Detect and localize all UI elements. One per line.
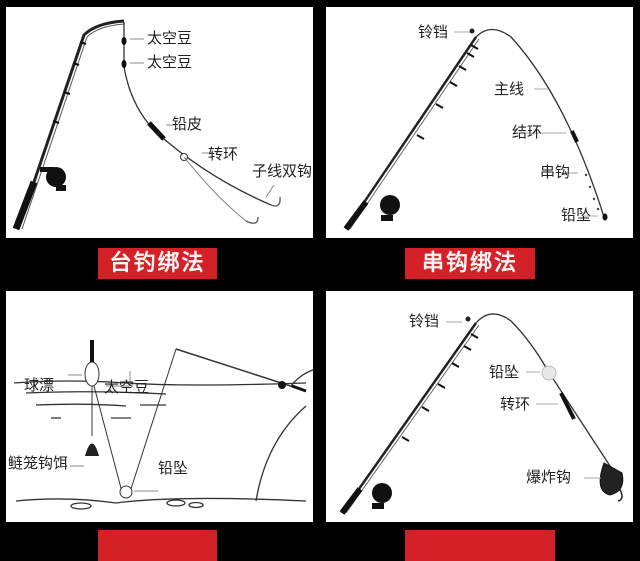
label-main-line: 主线 xyxy=(494,80,525,98)
label-string-hooks: 串钩 xyxy=(540,163,571,181)
label-sinker: 铅坠 xyxy=(158,459,189,477)
label-cage-bait: 鲢笼钩饵 xyxy=(8,454,69,472)
reel-icon xyxy=(372,483,392,509)
label-knot-loop: 结环 xyxy=(512,123,543,141)
label-sinker: 铅坠 xyxy=(561,206,592,224)
chuan-gou-diagram xyxy=(343,28,608,231)
explosive-hook-diagram xyxy=(339,313,624,515)
title-tai-diao: 台钓绑法 xyxy=(98,248,217,279)
label-bell: 铃铛 xyxy=(418,23,449,41)
label-space-bean-2: 太空豆 xyxy=(147,53,193,71)
label-space-bean: 太空豆 xyxy=(104,378,150,396)
reel-icon xyxy=(40,167,66,191)
label-bell: 铃铛 xyxy=(409,312,440,330)
label-space-bean-1: 太空豆 xyxy=(147,29,193,47)
title-float-rig xyxy=(98,530,217,561)
panel-tai-diao: 太空豆 太空豆 铅皮 转环 子线双钩 xyxy=(6,7,313,238)
panel-float-rig: 球漂 太空豆 鲢笼钩饵 铅坠 xyxy=(6,291,313,522)
title-chuan-gou: 串钩绑法 xyxy=(405,248,535,279)
float-rig-diagram xyxy=(13,340,313,510)
reel-icon xyxy=(380,195,400,221)
label-swivel: 转环 xyxy=(500,395,531,413)
panel-chuan-gou: 铃铛 主线 结环 串钩 铅坠 xyxy=(326,7,633,238)
label-lead-sheet: 铅皮 xyxy=(172,115,203,133)
label-ball-float: 球漂 xyxy=(24,376,55,394)
panel-explosive-hook: 铃铛 铅坠 转环 爆炸钩 xyxy=(326,291,633,522)
title-explosive-hook xyxy=(405,530,555,561)
label-sinker: 铅坠 xyxy=(489,363,520,381)
label-double-hook: 子线双钩 xyxy=(252,162,313,180)
label-swivel: 转环 xyxy=(208,145,239,163)
label-explosive-hook: 爆炸钩 xyxy=(526,468,572,486)
tai-diao-diagram xyxy=(12,19,281,231)
